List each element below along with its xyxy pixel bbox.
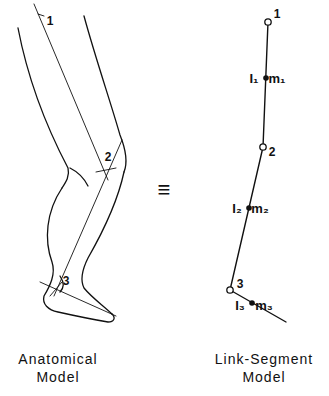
mass-label: m₃ <box>255 299 273 313</box>
callout-number: 1 <box>274 8 281 21</box>
mass-label: m₁ <box>269 72 286 86</box>
callout-number: 3 <box>237 278 244 291</box>
model-caption: Anatomical Model <box>8 350 108 386</box>
link-segment-model <box>227 19 286 322</box>
inertia-label: I₂ <box>232 202 241 216</box>
thigh-front-outline <box>84 16 126 172</box>
joint-circle <box>260 144 266 150</box>
callout-number: 2 <box>105 151 112 164</box>
shin-outline <box>82 172 124 314</box>
thigh-back-outline <box>18 28 69 188</box>
joint-circle <box>265 19 271 25</box>
knee-crease <box>70 168 88 186</box>
callout-number: 3 <box>63 275 70 288</box>
callout-number: 1 <box>47 15 54 28</box>
inertia-label: I₁ <box>250 72 259 86</box>
joint-circle <box>227 287 233 293</box>
calf-outline <box>44 188 114 322</box>
mass-dot <box>246 205 252 211</box>
equivalence-sign: ≡ <box>158 178 171 202</box>
mass-label: m₂ <box>251 202 268 216</box>
model-caption: Link-Segment Model <box>202 350 326 386</box>
inertia-label: I₃ <box>235 299 245 313</box>
mass-dot <box>249 300 255 306</box>
callout-number: 2 <box>269 146 276 159</box>
mass-dot <box>263 75 269 81</box>
segment-axes <box>34 4 122 316</box>
